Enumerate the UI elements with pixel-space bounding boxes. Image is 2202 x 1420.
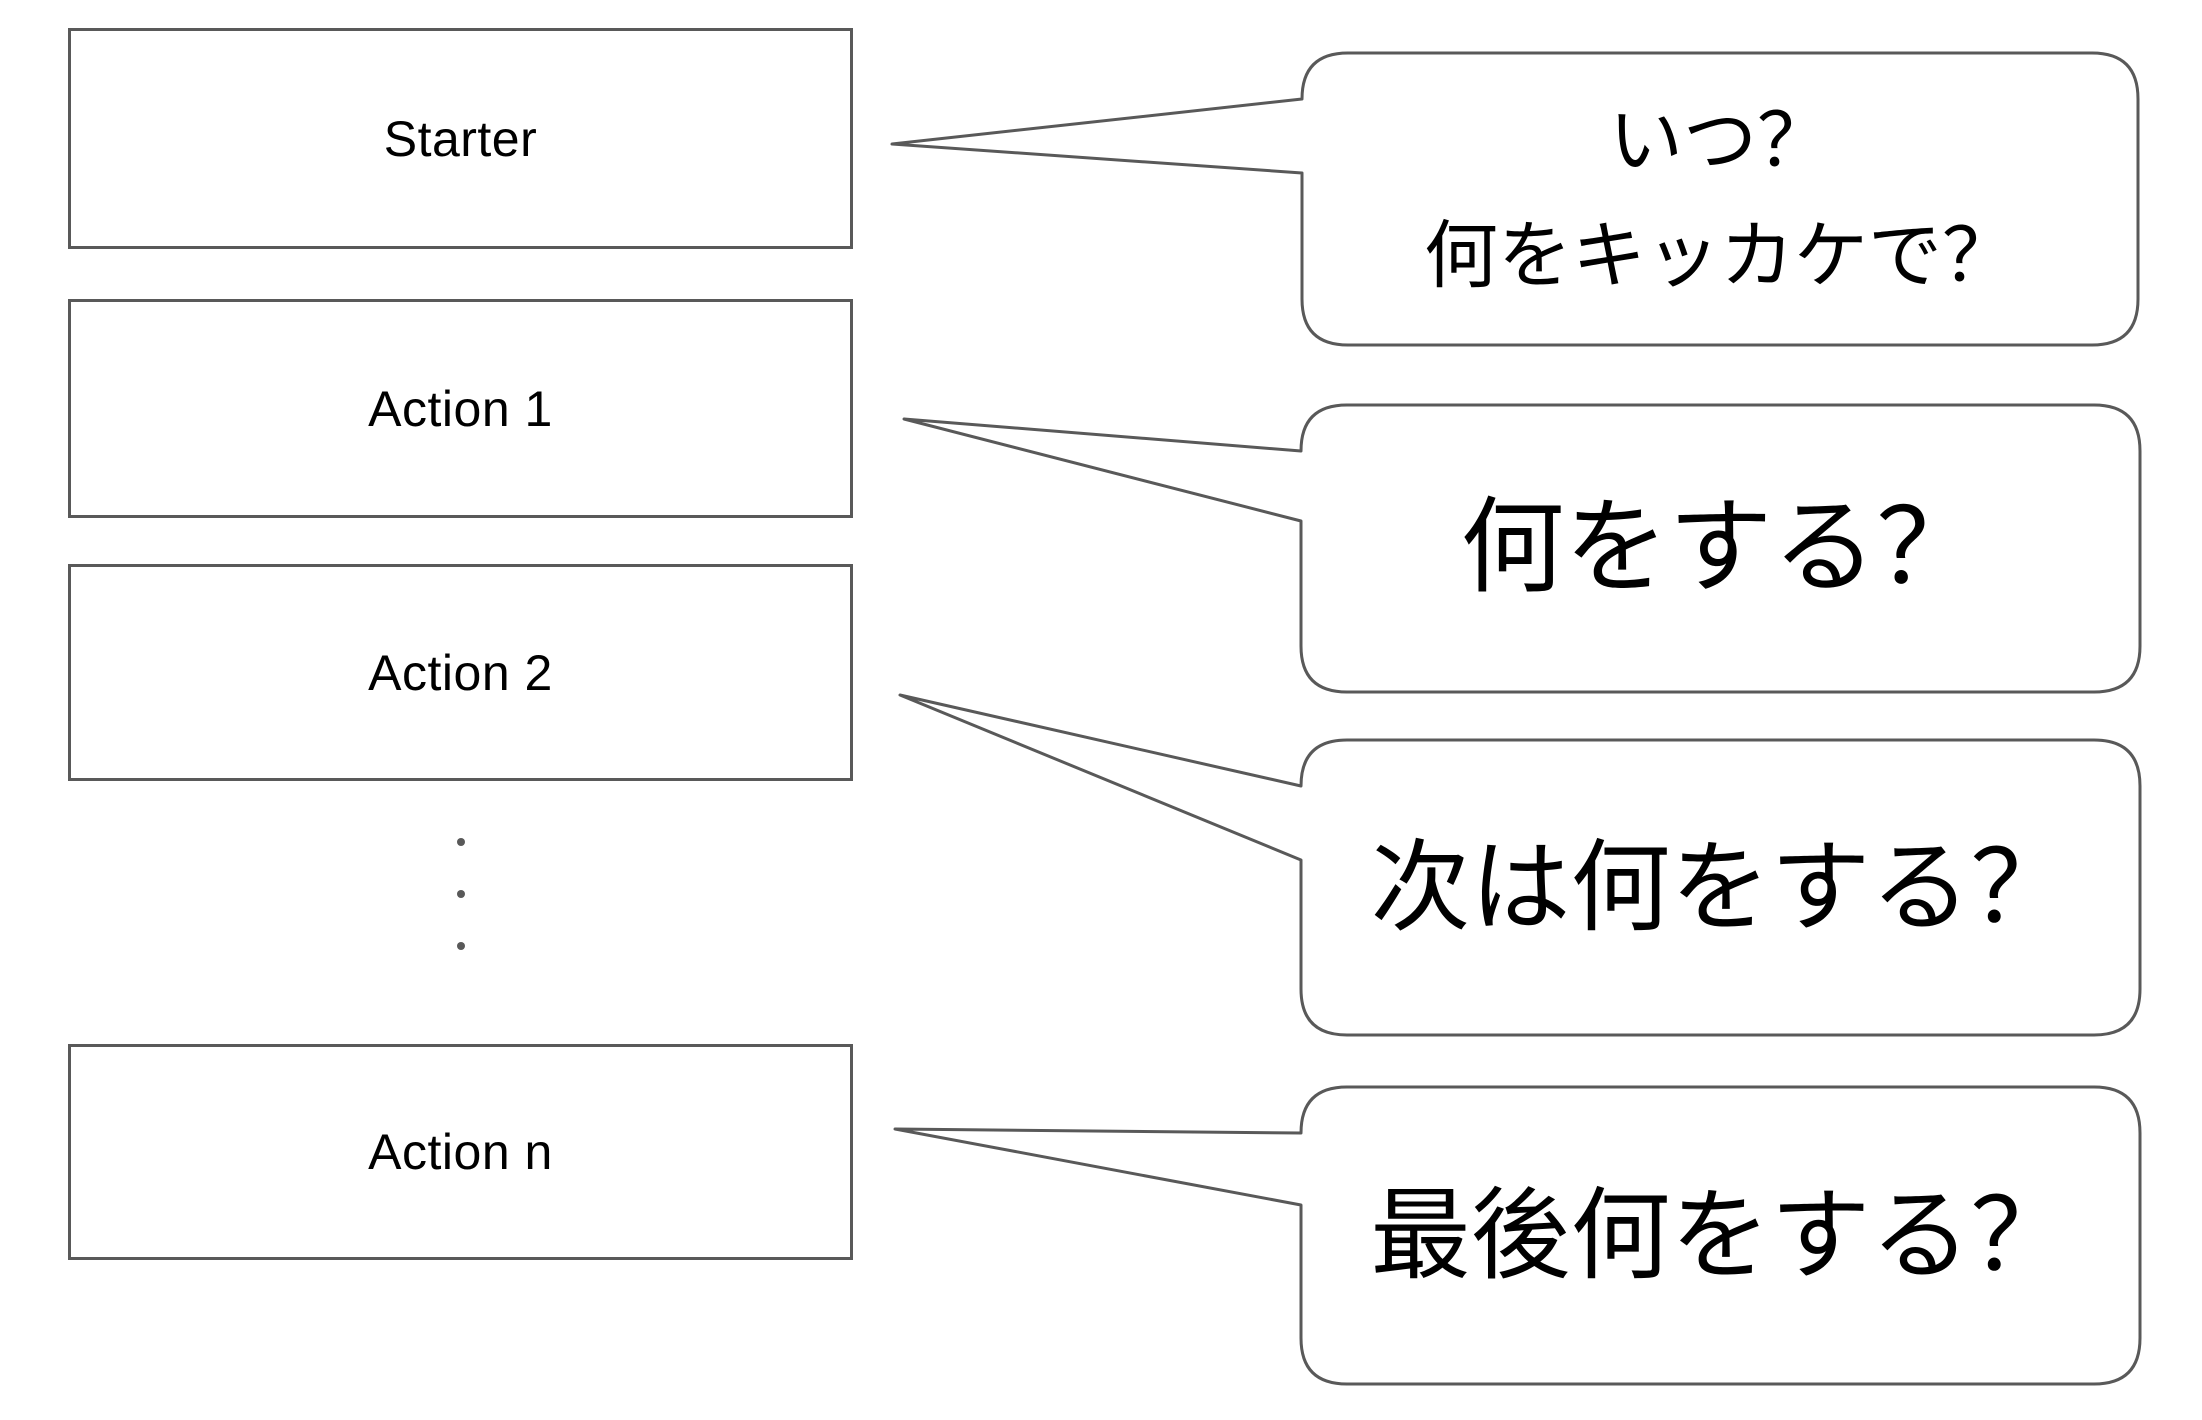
ellipsis-dot-2 [457, 890, 465, 898]
speech-bubble-3-text: 次は何をする？ [1301, 740, 2140, 1035]
box-action-n: Action n [68, 1044, 853, 1260]
speech-bubble-1-shape [890, 51, 2140, 347]
speech-bubble-3-line-1: 次は何をする？ [1370, 831, 2071, 944]
box-action-2-label: Action 2 [368, 644, 553, 701]
ellipsis-dot-3 [457, 942, 465, 950]
speech-bubble-3-shape [898, 693, 2142, 1037]
speech-bubble-1-line-2: 何をキッカケで？ [1424, 214, 2016, 297]
speech-bubble-2-shape [902, 403, 2142, 694]
speech-bubble-1-line-1: いつ？ [1609, 99, 1831, 183]
speech-bubble-4-line-1: 最後何をする？ [1370, 1179, 2071, 1292]
speech-bubble-2-text: 何をする？ [1301, 405, 2140, 692]
speech-bubble-4-text: 最後何をする？ [1301, 1087, 2140, 1384]
box-action-1: Action 1 [68, 299, 853, 518]
box-action-1-label: Action 1 [368, 380, 553, 437]
speech-bubble-2-line-1: 何をする？ [1460, 490, 1981, 607]
ellipsis-dot-1 [457, 838, 465, 846]
box-starter-label: Starter [383, 110, 538, 167]
box-action-2: Action 2 [68, 564, 853, 781]
box-starter: Starter [68, 28, 853, 249]
box-action-n-label: Action n [368, 1124, 553, 1180]
speech-bubble-1-text: いつ？ 何をキッカケで？ [1302, 53, 2138, 345]
speech-bubble-4-shape [893, 1085, 2142, 1386]
